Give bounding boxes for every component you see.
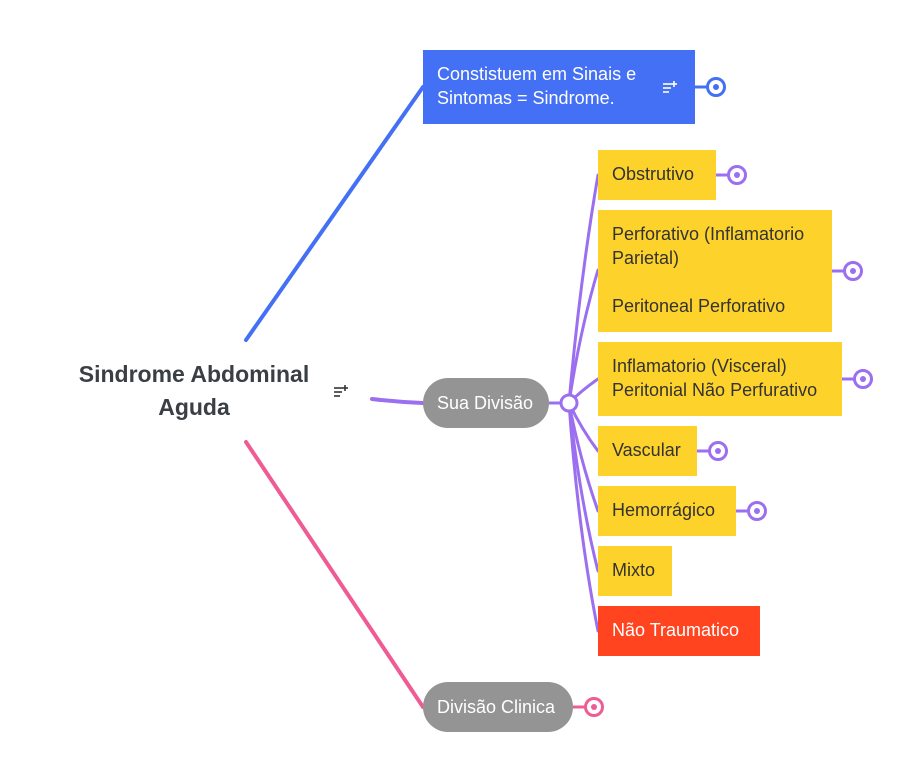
- child-text: Hemorrágico: [612, 500, 716, 520]
- clinical-division-label: Divisão Clinica: [437, 697, 556, 717]
- child-node-hemorragico[interactable]: Hemorrágico: [598, 486, 736, 536]
- definition-text: Constistuem em Sinais e Sintomas = Sindr…: [437, 64, 637, 108]
- edge-child-obstrutivo: [567, 173, 600, 405]
- definition-node[interactable]: Constistuem em Sinais e Sintomas = Sindr…: [423, 50, 695, 124]
- edge-root-division: [370, 397, 425, 405]
- collapse-bullet-icon[interactable]: [584, 697, 604, 717]
- collapse-bullet-icon[interactable]: [843, 261, 863, 281]
- note-add-icon[interactable]: [333, 384, 349, 398]
- edge-root-clinical: [244, 440, 425, 709]
- child-node-perforativo[interactable]: Perforativo (Inflamatorio Parietal) Peri…: [598, 210, 832, 332]
- child-text: Peritoneal Perforativo: [612, 296, 786, 316]
- division-hub-circle[interactable]: [559, 393, 579, 413]
- child-text: Não Traumatico: [612, 620, 740, 640]
- division-label: Sua Divisão: [437, 393, 534, 413]
- root-topic-title: Sindrome Abdominal Aguda: [78, 361, 310, 420]
- child-node-vascular[interactable]: Vascular: [598, 426, 697, 476]
- child-node-inflamatorio[interactable]: Inflamatorio (Visceral) Peritonial Não P…: [598, 342, 842, 416]
- child-node-obstrutivo[interactable]: Obstrutivo: [598, 150, 716, 200]
- collapse-bullet-icon[interactable]: [853, 369, 873, 389]
- collapse-bullet-icon[interactable]: [727, 165, 747, 185]
- child-text: Inflamatorio (Visceral) Peritonial Não P…: [612, 356, 818, 400]
- child-text: Mixto: [612, 560, 656, 580]
- collapse-bullet-icon[interactable]: [708, 441, 728, 461]
- collapse-bullet-icon[interactable]: [706, 77, 726, 97]
- edge-child-perforativo: [567, 268, 600, 405]
- edge-root-definition: [244, 85, 425, 342]
- division-node[interactable]: Sua Divisão: [423, 378, 549, 428]
- edge-child-nao-traumatico: [567, 401, 600, 633]
- collapse-bullet-icon[interactable]: [747, 501, 767, 521]
- root-topic[interactable]: Sindrome Abdominal Aguda: [60, 358, 328, 424]
- note-add-icon[interactable]: [662, 80, 678, 94]
- child-node-mixto[interactable]: Mixto: [598, 546, 672, 596]
- clinical-division-node[interactable]: Divisão Clinica: [423, 682, 573, 732]
- child-text: Obstrutivo: [612, 164, 695, 184]
- child-text: Vascular: [612, 440, 681, 460]
- child-node-nao-traumatico[interactable]: Não Traumatico: [598, 606, 760, 656]
- child-text: Perforativo (Inflamatorio Parietal): [612, 224, 805, 268]
